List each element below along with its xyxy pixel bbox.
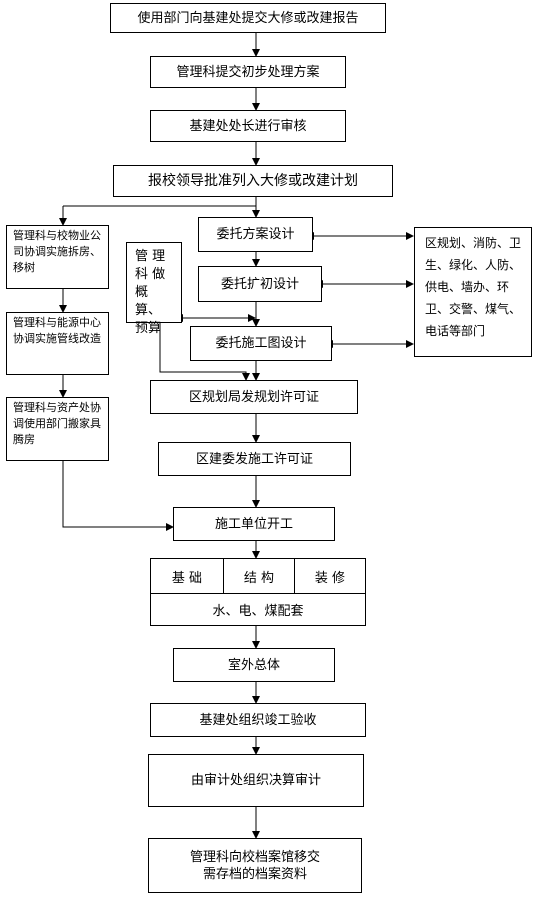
step-construction-drawing: 委托施工图设计 xyxy=(190,326,332,361)
step-preliminary-design: 委托扩初设计 xyxy=(198,266,322,302)
side-government-departments: 区规划、消防、卫生、绿化、人防、供电、墙办、环卫、交警、煤气、电话等部门 xyxy=(414,227,532,357)
arrow-left3-s10 xyxy=(62,461,174,531)
step-decoration: 装 修 xyxy=(294,558,366,594)
step-planning-permit: 区规划局发规划许可证 xyxy=(150,380,358,414)
step-archive-transfer: 管理科向校档案馆移交 需存档的档案资料 xyxy=(148,838,362,893)
step-completion-acceptance: 基建处组织竣工验收 xyxy=(150,703,366,737)
step-scheme-design: 委托方案设计 xyxy=(198,217,313,252)
step-director-review: 基建处处长进行审核 xyxy=(150,110,346,142)
arrow-budget-s8 xyxy=(159,323,250,381)
step-leader-approval: 报校领导批准列入大修或改建计划 xyxy=(113,165,393,197)
step-final-audit: 由审计处组织决算审计 xyxy=(148,754,364,807)
step-utilities: 水、电、煤配套 xyxy=(150,593,366,626)
step-submit-report: 使用部门向基建处提交大修或改建报告 xyxy=(110,3,386,33)
step-construction-permit: 区建委发施工许可证 xyxy=(158,442,351,476)
side-demolition-coordination: 管理科与校物业公司协调实施拆房、移树 xyxy=(6,225,109,289)
side-relocation-coordination: 管理科与资产处协调使用部门搬家具腾房 xyxy=(6,397,109,461)
step-structure: 结 构 xyxy=(223,558,295,594)
step-foundation: 基 础 xyxy=(150,558,224,594)
side-pipeline-coordination: 管理科与能源中心协调实施管线改造 xyxy=(6,312,109,375)
side-budget-estimate: 管 理 科 做 概算、预算 xyxy=(126,242,182,336)
step-initial-plan: 管理科提交初步处理方案 xyxy=(150,56,346,88)
step-construction-start: 施工单位开工 xyxy=(173,507,335,541)
step-outdoor-works: 室外总体 xyxy=(173,648,335,682)
